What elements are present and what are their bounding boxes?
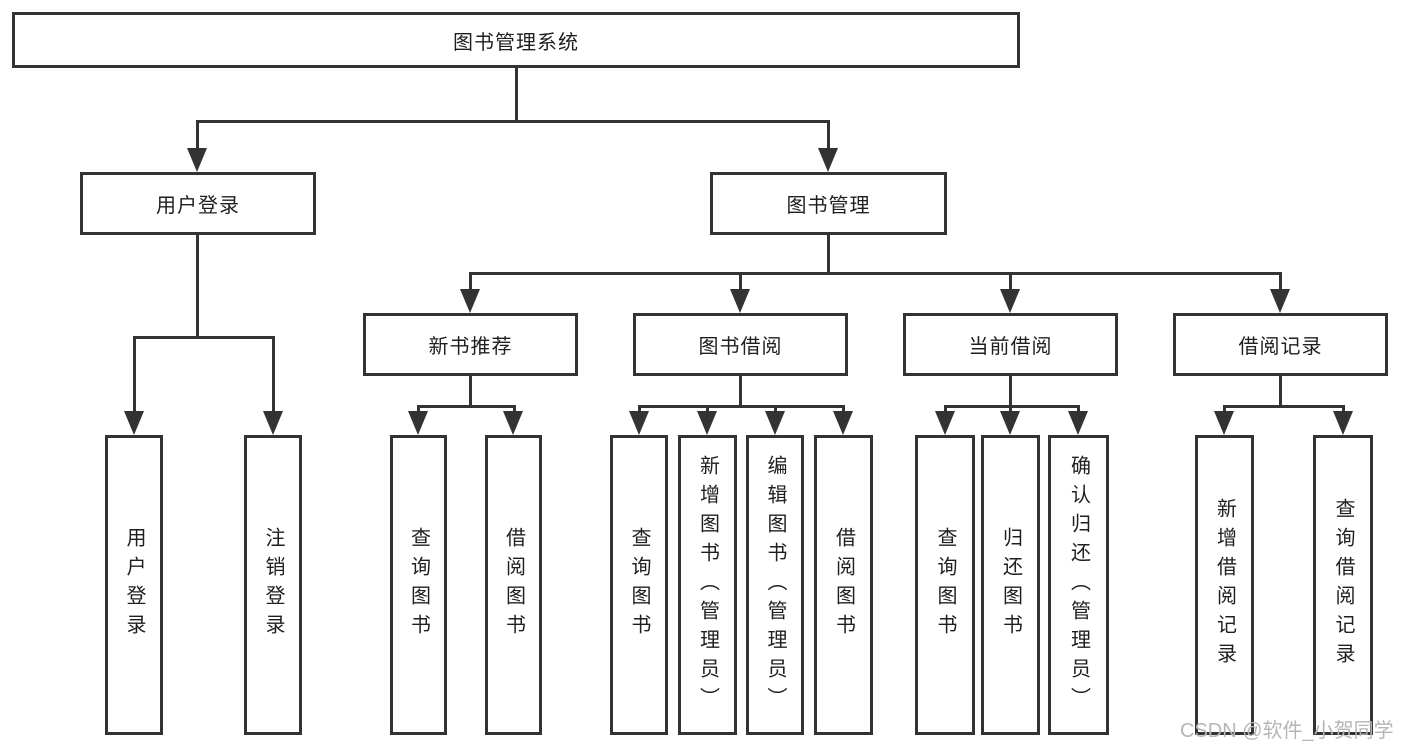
connector-line <box>469 376 472 407</box>
connector-line <box>739 376 742 407</box>
connector-line <box>1342 405 1345 415</box>
connector-line <box>133 336 136 413</box>
leaf-edit-book-admin: 编辑图书（管理员） <box>746 435 804 735</box>
connector-line <box>944 405 1080 408</box>
leaf-newbook-query-book: 查询图书 <box>390 435 447 735</box>
arrow-down-icon <box>1068 411 1088 435</box>
arrow-down-icon <box>697 411 717 435</box>
leaf-edit-book-admin-label: 编辑图书（管理员） <box>764 454 786 716</box>
leaf-borrow-query-book: 查询图书 <box>610 435 668 735</box>
leaf-query-borrow-record-label: 查询借阅记录 <box>1332 498 1354 672</box>
leaf-user-login-label: 用户登录 <box>123 527 145 643</box>
arrow-down-icon <box>460 289 480 313</box>
connector-line <box>1223 405 1345 408</box>
node-book-management-label: 图书管理 <box>786 195 871 217</box>
arrow-down-icon <box>818 148 838 172</box>
connector-line <box>1009 376 1012 407</box>
node-root: 图书管理系统 <box>12 12 1020 68</box>
node-user-login: 用户登录 <box>80 172 316 235</box>
leaf-borrow-book: 借阅图书 <box>814 435 873 735</box>
node-book-borrow: 图书借阅 <box>633 313 848 376</box>
connector-line <box>133 336 274 339</box>
connector-line <box>1223 405 1226 415</box>
leaf-confirm-return-admin: 确认归还（管理员） <box>1048 435 1109 735</box>
arrow-down-icon <box>730 289 750 313</box>
connector-line <box>774 405 777 415</box>
arrow-down-icon <box>765 411 785 435</box>
leaf-newbook-query-book-label: 查询图书 <box>407 527 430 643</box>
connector-line <box>638 405 845 408</box>
leaf-current-query-book-label: 查询图书 <box>934 527 956 643</box>
node-borrow-records: 借阅记录 <box>1173 313 1388 376</box>
leaf-confirm-return-admin-label: 确认归还（管理员） <box>1067 454 1090 716</box>
connector-line <box>1279 376 1282 407</box>
connector-line <box>1009 405 1012 415</box>
arrow-down-icon <box>1214 411 1234 435</box>
leaf-query-borrow-record: 查询借阅记录 <box>1313 435 1373 735</box>
connector-line <box>1009 272 1012 291</box>
connector-line <box>1279 272 1282 291</box>
leaf-newbook-borrow-book: 借阅图书 <box>485 435 542 735</box>
node-root-label: 图书管理系统 <box>453 31 579 54</box>
leaf-return-book: 归还图书 <box>981 435 1040 735</box>
leaf-add-book-admin-label: 新增图书（管理员） <box>696 454 719 716</box>
leaf-user-login: 用户登录 <box>105 435 163 735</box>
connector-line <box>706 405 709 415</box>
connector-line <box>1077 405 1080 415</box>
leaf-logout: 注销登录 <box>244 435 302 735</box>
leaf-newbook-borrow-book-label: 借阅图书 <box>502 527 525 643</box>
connector-line <box>739 272 742 291</box>
leaf-add-book-admin: 新增图书（管理员） <box>678 435 737 735</box>
connector-line <box>196 120 830 123</box>
arrow-down-icon <box>408 411 428 435</box>
node-new-book-recommend-label: 新书推荐 <box>428 336 513 358</box>
arrow-down-icon <box>1270 289 1290 313</box>
node-current-borrow-label: 当前借阅 <box>968 336 1053 358</box>
watermark: CSDN @软件_小贺同学 <box>1180 720 1394 742</box>
arrow-down-icon <box>263 411 283 435</box>
connector-line <box>469 272 1282 275</box>
connector-line <box>827 120 830 152</box>
leaf-borrow-query-book-label: 查询图书 <box>628 527 650 643</box>
connector-line <box>842 405 845 415</box>
leaf-current-query-book: 查询图书 <box>915 435 975 735</box>
leaf-return-book-label: 归还图书 <box>999 527 1022 643</box>
arrow-down-icon <box>187 148 207 172</box>
arrow-down-icon <box>503 411 523 435</box>
connector-line <box>513 405 516 415</box>
connector-line <box>417 405 516 408</box>
leaf-logout-label: 注销登录 <box>262 527 284 643</box>
leaf-add-borrow-record-label: 新增借阅记录 <box>1213 498 1236 672</box>
connector-line <box>469 272 472 291</box>
connector-line <box>944 405 947 415</box>
arrow-down-icon <box>124 411 144 435</box>
connector-line <box>638 405 641 415</box>
connector-line <box>196 235 199 338</box>
node-new-book-recommend: 新书推荐 <box>363 313 578 376</box>
node-user-login-label: 用户登录 <box>156 195 240 217</box>
leaf-add-borrow-record: 新增借阅记录 <box>1195 435 1254 735</box>
connector-line <box>196 120 199 152</box>
connector-line <box>515 68 518 121</box>
connector-line <box>417 405 420 415</box>
connector-line <box>272 336 275 413</box>
arrow-down-icon <box>1333 411 1353 435</box>
node-book-borrow-label: 图书借阅 <box>698 336 783 358</box>
arrow-down-icon <box>1000 411 1020 435</box>
node-borrow-records-label: 借阅记录 <box>1238 336 1323 358</box>
arrow-down-icon <box>935 411 955 435</box>
connector-line <box>827 235 830 274</box>
arrow-down-icon <box>833 411 853 435</box>
arrow-down-icon <box>1000 289 1020 313</box>
arrow-down-icon <box>629 411 649 435</box>
leaf-borrow-book-label: 借阅图书 <box>832 527 855 643</box>
node-book-management: 图书管理 <box>710 172 947 235</box>
node-current-borrow: 当前借阅 <box>903 313 1118 376</box>
